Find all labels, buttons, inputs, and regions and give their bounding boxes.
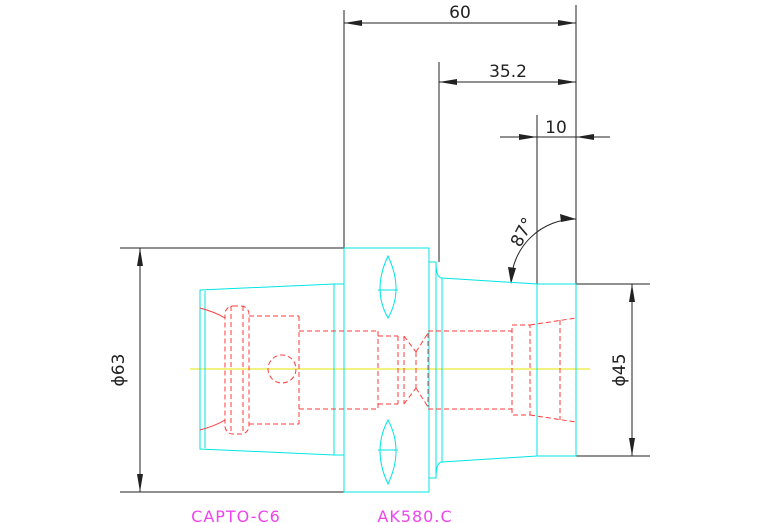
dimension-60-text: 60 — [449, 3, 471, 23]
hidden-bore — [199, 305, 577, 435]
dimension-lines — [120, 5, 650, 493]
dimension-10-text: 10 — [545, 118, 567, 138]
label-capto-c6: CAPTO-C6 — [191, 507, 281, 523]
dimension-35-2-text: 35.2 — [489, 62, 527, 82]
diameter-45-text: ϕ45 — [610, 354, 630, 387]
diameter-63-text: ϕ63 — [109, 354, 129, 387]
angle-87-text: 87° — [507, 214, 539, 250]
part-outline — [199, 247, 577, 493]
label-ak580c: AK580.C — [377, 507, 452, 523]
